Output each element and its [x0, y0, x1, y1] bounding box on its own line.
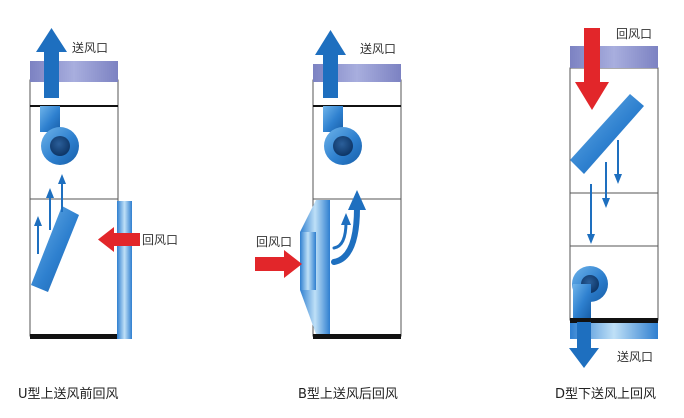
airflow-arrow-icon — [587, 140, 622, 244]
d-type-top-plenum — [570, 46, 658, 68]
return-arrow-icon — [255, 250, 302, 278]
return-arrow-icon — [98, 227, 140, 252]
fan-icon — [40, 106, 79, 165]
u-type-top-plenum — [30, 61, 118, 82]
d-type-unit: 回风口 送风口 D型下送风上回风 — [555, 27, 659, 402]
fan-icon — [323, 106, 362, 165]
u-type-supply-label: 送风口 — [72, 40, 108, 55]
coil-icon — [31, 206, 79, 292]
return-arrow-icon — [575, 28, 609, 110]
d-type-base-bar — [570, 318, 658, 323]
d-type-caption: D型下送风上回风 — [555, 387, 656, 402]
d-type-bottom-plenum — [570, 323, 658, 339]
d-type-supply-label: 送风口 — [617, 349, 653, 364]
supply-arrow-icon — [36, 28, 67, 98]
coil-icon — [570, 94, 644, 174]
b-type-supply-label: 送风口 — [360, 41, 396, 56]
u-type-base-bar — [30, 334, 118, 339]
u-type-return-label: 回风口 — [142, 233, 178, 247]
supply-arrow-icon — [569, 322, 599, 368]
airflow-arrow-icon — [341, 213, 351, 225]
b-type-return-grille — [300, 232, 316, 290]
u-type-return-grille — [117, 201, 132, 339]
airflow-arrow-icon — [348, 190, 366, 210]
u-type-caption: U型上送风前回风 — [18, 386, 119, 402]
b-type-unit: 送风口 回风口 B型上送风后回风 — [255, 30, 402, 402]
supply-arrow-icon — [315, 30, 346, 98]
airflow-arrow-icon — [331, 205, 360, 265]
u-type-unit: 送风口 回风口 U型上送风前回风 — [18, 28, 178, 402]
b-type-caption: B型上送风后回风 — [298, 387, 398, 402]
d-type-return-label: 回风口 — [616, 27, 652, 41]
airflow-arrow-icon — [34, 174, 66, 254]
b-type-base-bar — [313, 334, 401, 339]
b-type-return-label: 回风口 — [256, 235, 292, 249]
fan-icon — [572, 266, 608, 318]
